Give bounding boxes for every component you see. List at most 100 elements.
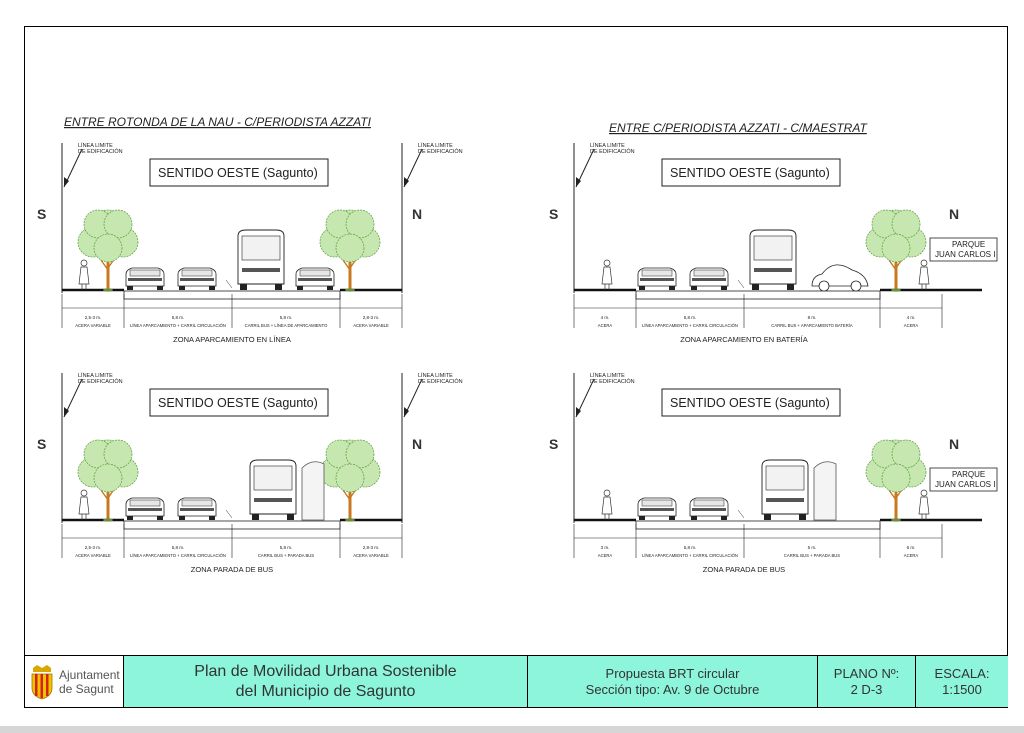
dimension-value: 5,8 m.: [172, 545, 185, 550]
bus-shelter: [301, 461, 325, 521]
car: [811, 264, 869, 287]
dimension-value: 5,8 m.: [280, 315, 293, 320]
tree-crown: [881, 463, 911, 493]
tree-trunk: [106, 260, 110, 290]
zone-label: ZONA PARADA DE BUS: [191, 565, 273, 574]
logo-line-1: Ajuntament: [59, 667, 120, 682]
plano-value: 2 D-3: [850, 681, 883, 697]
north-marker: N: [412, 206, 422, 222]
coat-of-arms-icon: [31, 664, 53, 699]
lane-label: CARRIL BUS + APARCAMIENTO BATERÍA: [771, 323, 853, 328]
south-marker: S: [37, 436, 46, 452]
bus-shelter: [813, 461, 837, 521]
limit-label: DE EDIFICACIÓN: [78, 378, 123, 385]
park-label: PARQUE: [952, 240, 985, 249]
park-label: JUAN CARLOS I: [935, 250, 995, 259]
proposal-line-1: Propuesta BRT circular: [605, 665, 740, 681]
direction-box: [661, 158, 841, 187]
dimension-value: 8 m.: [808, 315, 817, 320]
lane-label: LÍNEA APARCAMIENTO + CARRIL CIRCULACIÓN: [642, 553, 738, 558]
escala-label: ESCALA:: [934, 665, 990, 681]
limit-label: DE EDIFICACIÓN: [418, 378, 463, 385]
proposal-line-2: Sección tipo: Av. 9 de Octubre: [585, 681, 760, 697]
tree-crown: [891, 209, 921, 239]
page-edge: [0, 726, 1024, 733]
lane-label: ACERA: [598, 323, 613, 328]
pedestrian: [603, 259, 611, 267]
limit-label: LÍNEA LIMITE: [78, 372, 113, 379]
limit-label: LÍNEA LIMITE: [418, 372, 453, 379]
lane-label: ACERA VARIABLE: [353, 323, 389, 328]
plan-name-line-1: Plan de Movilidad Urbana Sostenible: [194, 662, 457, 680]
roadway: [635, 520, 881, 530]
pedestrian: [920, 259, 928, 267]
plan-name-cell: Plan de Movilidad Urbana Sostenible del …: [123, 656, 527, 707]
zone-label: ZONA APARCAMIENTO EN BATERÍA: [680, 335, 808, 344]
direction-box: [149, 158, 329, 187]
dimension-value: 2,8-3 m.: [363, 315, 380, 320]
tree-crown: [103, 209, 133, 239]
dimension-value: 5 m.: [808, 545, 817, 550]
tree-crown: [345, 439, 375, 469]
park-label: JUAN CARLOS I: [935, 480, 995, 489]
pedestrian: [920, 489, 928, 497]
south-marker: S: [37, 206, 46, 222]
lane-label: ACERA: [904, 323, 919, 328]
dimension-value: 4 m.: [601, 315, 610, 320]
section-rotonda-azzati: ENTRE ROTONDA DE LA NAU - C/PERIODISTA A…: [64, 115, 372, 129]
tree-crown: [345, 209, 375, 239]
direction-box: [661, 388, 841, 417]
tree-crown: [93, 463, 123, 493]
tree-crown: [891, 439, 921, 469]
proposal-cell: Propuesta BRT circular Sección tipo: Av.…: [527, 656, 817, 707]
tree-trunk: [894, 490, 898, 520]
dimension-value: 5,8 m.: [684, 545, 697, 550]
section-azzati-maestrat: ENTRE C/PERIODISTA AZZATI - C/MAESTRAT: [609, 121, 868, 135]
drawing-sheet: [24, 26, 1008, 708]
escala-cell: ESCALA: 1:1500: [915, 656, 1008, 707]
plano-label: PLANO Nº:: [833, 665, 900, 681]
direction-label: SENTIDO OESTE (Sagunto): [158, 396, 318, 410]
tree-trunk: [348, 490, 352, 520]
north-marker: N: [949, 436, 959, 452]
north-marker: N: [949, 206, 959, 222]
plan-name-line-2: del Municipio de Sagunto: [235, 682, 416, 700]
escala-value: 1:1500: [942, 681, 982, 697]
lane-label: CARRIL BUS + PARADA BUS: [258, 553, 314, 558]
lane-label: ACERA VARIABLE: [75, 553, 111, 558]
dimension-value: 2,5-3 m.: [85, 315, 102, 320]
limit-label: LÍNEA LIMITE: [418, 142, 453, 149]
lane-label: CARRIL BUS + PARADA BUS: [784, 553, 840, 558]
dimension-value: 2,5-3 m.: [85, 545, 102, 550]
pedestrian: [80, 259, 88, 267]
section-title: ENTRE ROTONDA DE LA NAU - C/PERIODISTA A…: [64, 115, 372, 129]
limit-label: DE EDIFICACIÓN: [590, 148, 635, 155]
lane-label: LÍNEA APARCAMIENTO + CARRIL CIRCULACIÓN: [130, 553, 226, 558]
roadway: [635, 290, 881, 300]
lane-label: ACERA VARIABLE: [75, 323, 111, 328]
title-block: Ajuntament de Sagunt Plan de Movilidad U…: [25, 655, 1008, 707]
south-marker: S: [549, 206, 558, 222]
dimension-value: 2,8-3 m.: [363, 545, 380, 550]
lane-label: LÍNEA APARCAMIENTO + CARRIL CIRCULACIÓN: [130, 323, 226, 328]
limit-label: LÍNEA LIMITE: [78, 142, 113, 149]
tree-trunk: [106, 490, 110, 520]
tree-crown: [335, 233, 365, 263]
direction-label: SENTIDO OESTE (Sagunto): [158, 166, 318, 180]
south-marker: S: [549, 436, 558, 452]
lane-label: LÍNEA APARCAMIENTO + CARRIL CIRCULACIÓN: [642, 323, 738, 328]
tree-trunk: [894, 260, 898, 290]
limit-label: DE EDIFICACIÓN: [590, 378, 635, 385]
lane-label: ACERA: [904, 553, 919, 558]
lane-label: CARRIL BUS + LÍNEA DE APARCAMIENTO: [245, 323, 328, 328]
section-title: ENTRE C/PERIODISTA AZZATI - C/MAESTRAT: [609, 121, 868, 135]
tree-crown: [335, 463, 365, 493]
zone-label: ZONA PARADA DE BUS: [703, 565, 785, 574]
park-box: [929, 467, 998, 492]
plano-cell: PLANO Nº: 2 D-3: [817, 656, 915, 707]
dimension-value: 3 m.: [601, 545, 610, 550]
tree-crown: [103, 439, 133, 469]
dimension-value: 6 m.: [907, 545, 916, 550]
